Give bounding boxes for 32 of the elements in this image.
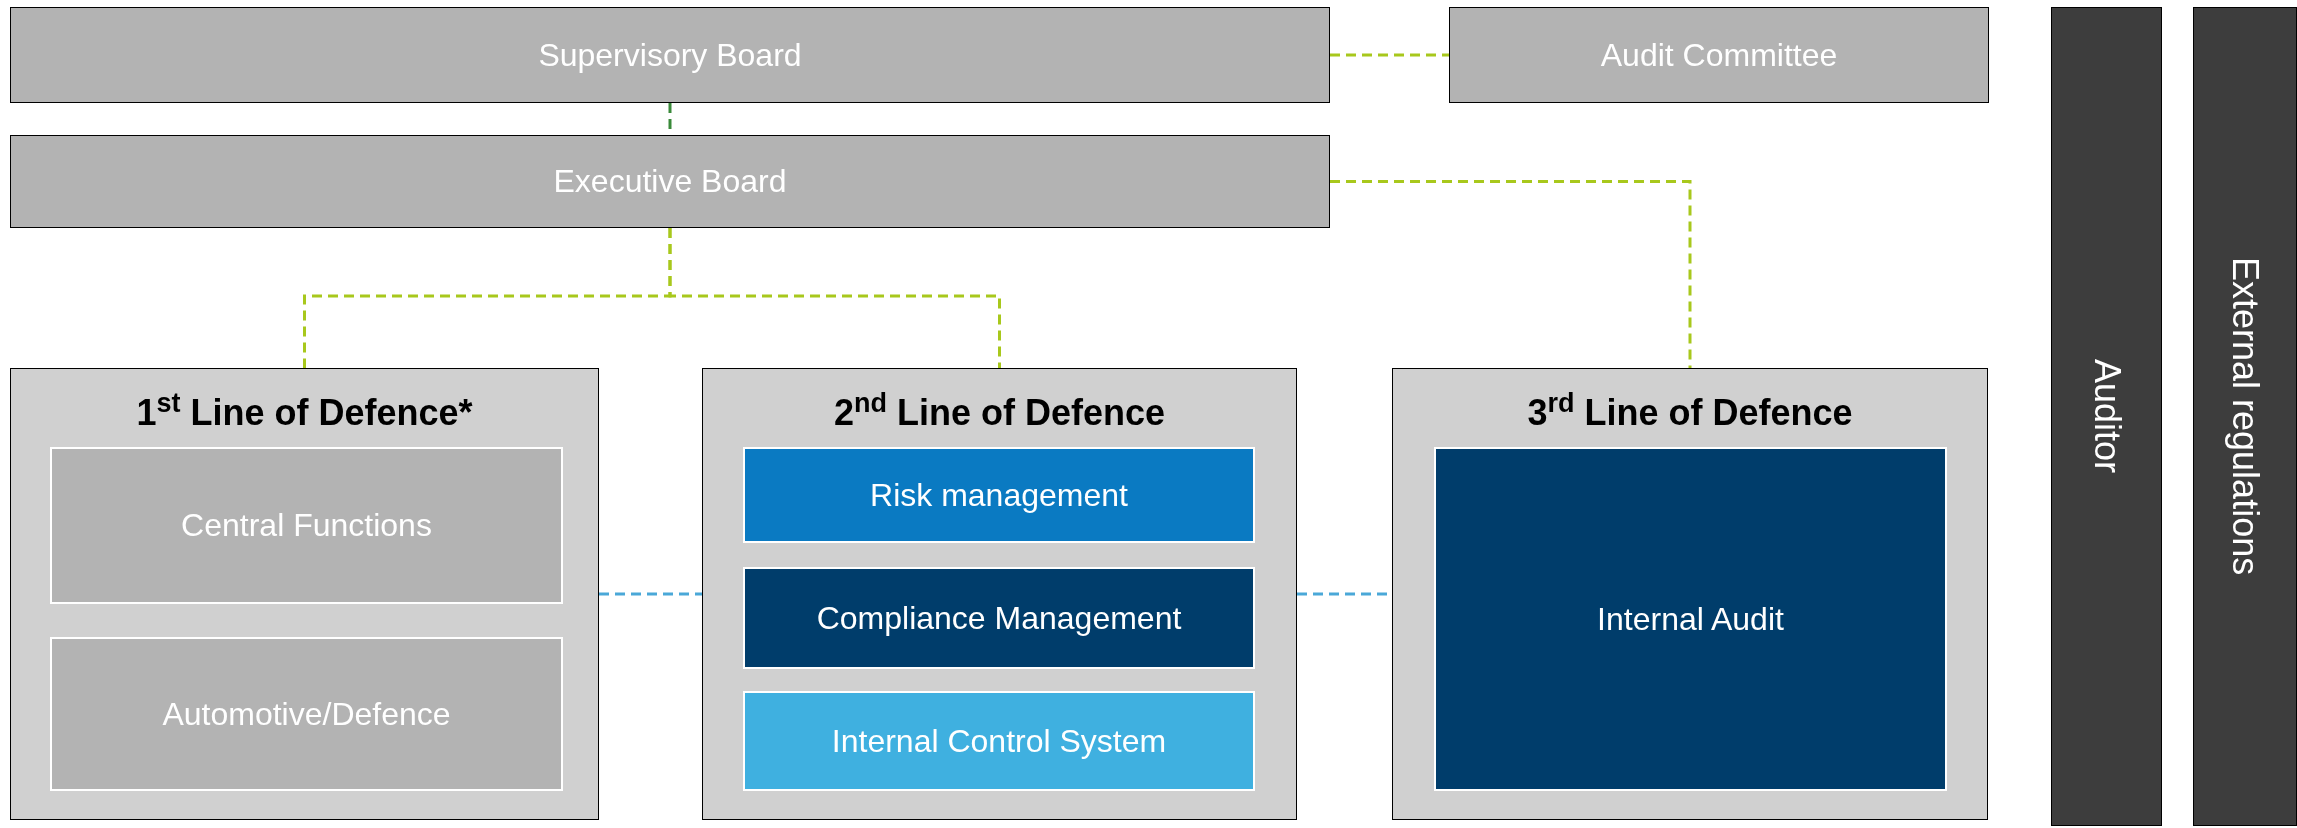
box-label: Supervisory Board [537, 36, 803, 74]
defence-line-panel [1392, 368, 1988, 820]
function-box [50, 447, 563, 604]
function-box [743, 567, 1255, 669]
committee-box [1449, 7, 1989, 103]
box-label: Automotive/Defence [161, 695, 452, 733]
function-box [743, 447, 1255, 543]
box-label: Compliance Management [815, 599, 1183, 637]
box-label: Executive Board [552, 163, 788, 200]
panel-heading: 3$^{rd}$ Line of Defence [1527, 392, 1853, 433]
board-box [10, 135, 1330, 228]
side-bar [2193, 7, 2297, 826]
side-bar [2051, 7, 2162, 826]
function-box [1434, 447, 1947, 791]
connector-line [599, 592, 702, 596]
box-label: Internal Audit [1596, 600, 1785, 638]
function-box [50, 637, 563, 791]
function-box [743, 691, 1255, 791]
panel-heading: 1$^{st}$ Line of Defence* [136, 392, 473, 433]
box-label: Risk management [869, 476, 1129, 514]
bar-label: External regulations [2227, 257, 2263, 576]
panel-heading: 2$^{nd}$ Line of Defence [833, 392, 1166, 433]
defence-line-panel [702, 368, 1297, 820]
connector-line [1330, 53, 1449, 57]
bar-label: Auditor [2088, 359, 2125, 474]
connector-line [1330, 180, 1692, 368]
connector-line [668, 228, 1001, 368]
defence-line-panel [10, 368, 599, 820]
box-label: Central Functions [180, 507, 433, 544]
box-label: Audit Committee [1599, 36, 1839, 74]
board-box [10, 7, 1330, 103]
box-label: Internal Control System [830, 722, 1168, 760]
